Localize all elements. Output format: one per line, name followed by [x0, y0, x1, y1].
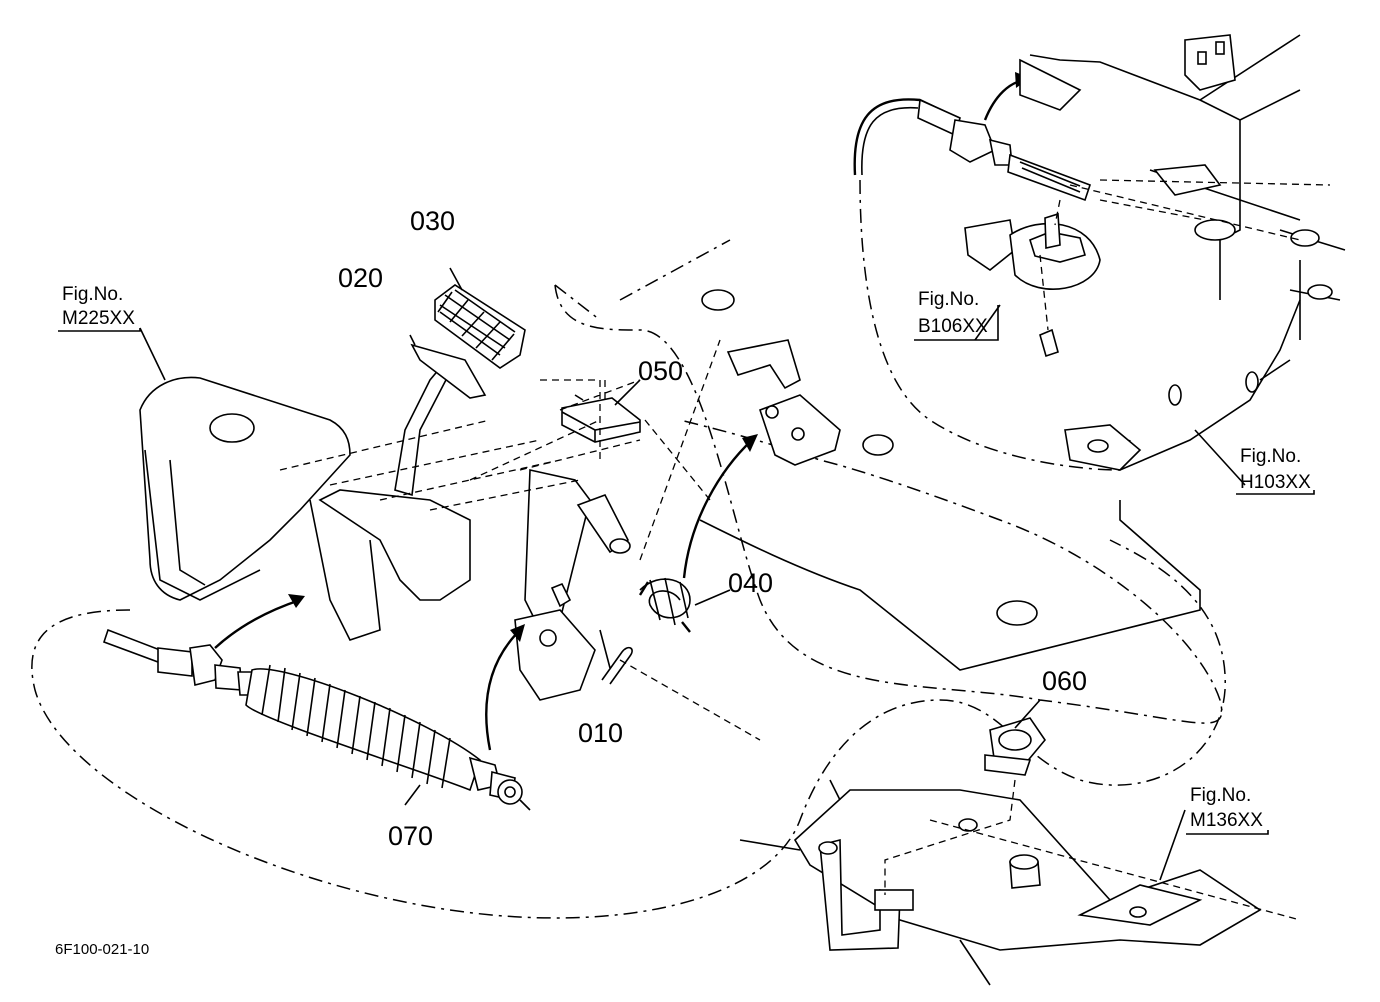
lower-plate-tab	[874, 889, 914, 911]
diagram-code: 6F100-021-10	[55, 941, 149, 958]
frame-tab-1	[1153, 164, 1222, 196]
pedal-pad	[434, 284, 526, 369]
pivot-bracket	[524, 469, 591, 632]
pivot-lower-plate	[514, 609, 596, 701]
arrow-head-3	[742, 434, 758, 452]
pedal-plate	[410, 343, 487, 399]
frame-boss-2	[1290, 229, 1320, 247]
pivot-pin	[576, 494, 630, 554]
arrow-cable-end	[485, 629, 521, 751]
cable-clamp	[984, 717, 1047, 776]
anchor-hole-2	[791, 427, 805, 441]
leader-lines	[139, 267, 1246, 881]
upper-cable-clevis-lines	[1019, 161, 1081, 193]
lower-arm	[1077, 884, 1203, 926]
arrow-spring-hook	[682, 439, 753, 579]
svg-text:H103XX: H103XX	[1240, 472, 1311, 493]
figref-b106: Fig.No. B106XX	[914, 289, 999, 341]
floor-plate	[699, 500, 1201, 671]
pedal-base-housing	[139, 376, 351, 601]
right-mount-plate	[1019, 58, 1082, 111]
ref-dashes-2	[619, 179, 1331, 921]
upper-dashed-curve	[554, 239, 731, 321]
lower-arm-hole	[1129, 906, 1147, 918]
left-cable-outline	[31, 539, 1226, 919]
svg-text:Fig.No.: Fig.No.	[62, 284, 123, 305]
pin-stud	[550, 582, 572, 608]
frame-slot-3	[1168, 384, 1182, 406]
callout-070: 070	[388, 821, 433, 851]
brake-cable	[102, 628, 531, 811]
frame-boss-3	[1307, 284, 1333, 300]
ref-dashes-3	[1039, 199, 1061, 331]
housing-hole	[209, 413, 255, 443]
callout-040: 040	[728, 568, 773, 598]
frame-side-rail	[1259, 229, 1346, 381]
lower-plate-hole-1	[818, 841, 838, 855]
pivot-plate-hole	[539, 629, 557, 647]
anchor-hole-1	[765, 405, 779, 419]
frame-slot-4	[1245, 371, 1259, 393]
pedal-arm	[394, 366, 449, 497]
figref-m136: Fig.No. M136XX	[1186, 785, 1269, 835]
svg-text:Fig.No.: Fig.No.	[1240, 446, 1301, 467]
pivot-pin-end	[609, 538, 631, 554]
arrow-head-2	[510, 624, 525, 642]
upper-cable-nut	[949, 119, 997, 163]
frame-boss-1	[1194, 219, 1236, 241]
frame-slot-1	[1197, 51, 1207, 65]
rubber-pad	[561, 397, 641, 443]
arrow-cable-upper	[983, 78, 1026, 121]
main-panel-outline	[554, 284, 1223, 724]
svg-text:M225XX: M225XX	[62, 308, 135, 329]
frame-bracket-upper	[1184, 34, 1236, 91]
ref-dashes-1	[279, 379, 641, 511]
arrow-head-1	[288, 594, 305, 608]
svg-text:Fig.No.: Fig.No.	[1190, 785, 1251, 806]
floor-hole-2	[862, 434, 894, 456]
callout-050: 050	[638, 356, 683, 386]
lower-plate-knob-top	[1009, 854, 1039, 870]
right-panel-outline	[859, 179, 1121, 471]
return-spring	[638, 577, 691, 633]
svg-text:B106XX: B106XX	[918, 316, 988, 337]
lower-plate-hole-2	[958, 818, 978, 832]
switch-bolt	[1039, 328, 1059, 358]
cotter-pin	[601, 646, 633, 685]
svg-text:Fig.No.: Fig.No.	[918, 289, 979, 310]
arrow-cable-to-bracket	[214, 598, 301, 649]
spring-hook-bracket	[726, 339, 801, 390]
upper-cable	[853, 98, 946, 176]
figref-m225: Fig.No. M225XX	[58, 284, 141, 332]
callout-060: 060	[1042, 666, 1087, 696]
switch-body	[964, 219, 1016, 271]
mount-hole	[1087, 439, 1109, 453]
figref-h103: Fig.No. H103XX	[1236, 446, 1315, 495]
callout-030: 030	[410, 206, 455, 236]
housing-frame	[144, 449, 381, 641]
svg-text:M136XX: M136XX	[1190, 810, 1263, 831]
lower-plate-edges	[739, 779, 991, 986]
pedal-bracket-body	[318, 489, 471, 601]
callout-020: 020	[338, 263, 383, 293]
floor-hole-3	[996, 600, 1038, 626]
frame-slot-2	[1215, 41, 1225, 55]
callout-010: 010	[578, 718, 623, 748]
switch-base	[1009, 222, 1101, 290]
upper-cable-inner	[861, 106, 919, 176]
rubber-pad-edge	[561, 411, 641, 442]
switch-plunger	[1044, 212, 1061, 249]
floor-hole-1	[701, 289, 735, 311]
